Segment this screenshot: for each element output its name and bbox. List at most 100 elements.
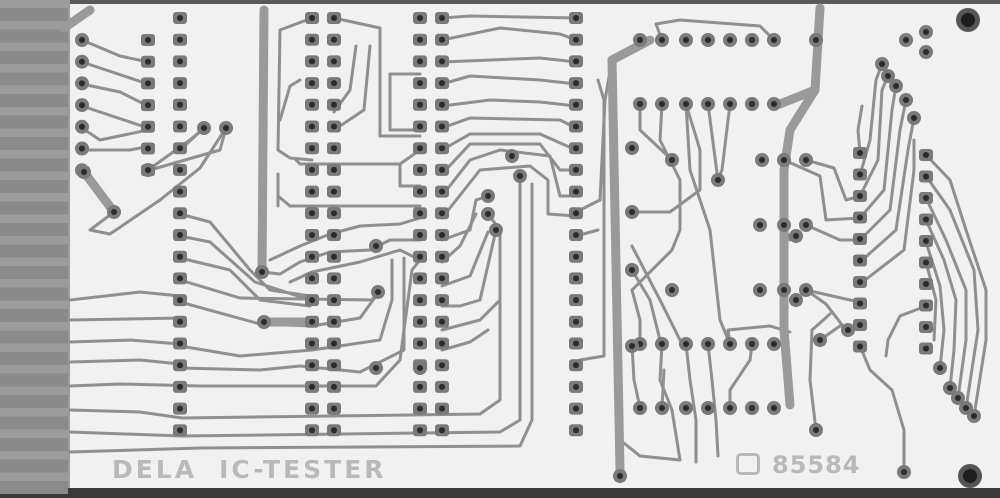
- pad-hole: [417, 365, 423, 371]
- pad-hole: [857, 150, 863, 156]
- pad-hole: [331, 145, 337, 152]
- pad-hole: [749, 37, 755, 43]
- connector-finger: [0, 223, 68, 236]
- trace: [630, 102, 702, 214]
- pad-hole: [659, 405, 665, 411]
- pad-hole: [177, 275, 183, 282]
- connector-finger: [0, 330, 68, 344]
- pad-hole: [573, 297, 579, 304]
- pad-hole: [771, 405, 777, 411]
- pad-hole: [879, 61, 885, 67]
- connector-finger: [0, 29, 68, 43]
- connector-finger: [0, 287, 68, 301]
- pad-hole: [573, 383, 579, 390]
- pad-hole: [145, 167, 151, 173]
- pad-hole: [177, 80, 183, 87]
- trace: [148, 126, 228, 172]
- trace: [68, 358, 182, 366]
- pad-hole: [793, 297, 799, 303]
- pad-hole: [923, 324, 929, 330]
- pad-hole: [439, 123, 445, 130]
- trace: [618, 342, 682, 462]
- pad-hole: [331, 340, 337, 347]
- pad-hole: [417, 188, 423, 195]
- pad-hole: [757, 287, 763, 293]
- pad-hole: [373, 243, 379, 249]
- pad-hole: [261, 319, 267, 325]
- trace: [68, 338, 182, 346]
- trace: [278, 78, 302, 122]
- connector-finger: [0, 158, 68, 172]
- pad-hole: [573, 340, 579, 347]
- pad-hole: [331, 253, 337, 260]
- pad-hole: [177, 362, 183, 369]
- pad-hole: [177, 36, 183, 43]
- pad-hole: [573, 188, 579, 195]
- pad-hole: [715, 177, 721, 183]
- pad-hole: [439, 210, 445, 217]
- pad-hole: [331, 123, 337, 130]
- trace: [638, 102, 674, 162]
- pad-hole: [573, 145, 579, 152]
- pad-hole: [79, 80, 85, 87]
- pad-hole: [331, 232, 337, 238]
- trace: [440, 56, 578, 64]
- trace: [80, 38, 150, 64]
- pad-hole: [177, 166, 183, 173]
- connector-finger: [0, 244, 68, 258]
- pad-hole: [517, 173, 523, 179]
- pad-hole: [813, 427, 819, 433]
- trace: [68, 258, 422, 388]
- pad-hole: [373, 365, 379, 371]
- pad-hole: [309, 210, 315, 217]
- pad-hole: [901, 469, 907, 475]
- pad-hole: [79, 145, 85, 152]
- pad-hole: [923, 173, 929, 180]
- pad-hole: [749, 405, 755, 411]
- pad-hole: [629, 145, 635, 151]
- pad-hole: [309, 80, 315, 87]
- pad-hole: [923, 302, 929, 309]
- pad-hole: [923, 345, 929, 352]
- pad-hole: [705, 405, 711, 411]
- trace: [924, 218, 958, 390]
- pad-hole: [177, 15, 183, 21]
- pad-hole: [659, 37, 665, 43]
- pad-hole: [683, 37, 689, 43]
- trace: [68, 182, 534, 454]
- trace: [398, 162, 422, 188]
- connector-finger: [0, 459, 68, 473]
- pad-hole: [857, 171, 863, 178]
- pad-hole: [417, 166, 423, 173]
- pad-hole: [857, 214, 863, 221]
- pad-hole: [637, 101, 643, 107]
- trace: [440, 142, 578, 176]
- pad-hole: [309, 275, 315, 282]
- pad-hole: [803, 222, 809, 228]
- pad-hole: [439, 405, 445, 412]
- pad-hole: [417, 297, 423, 304]
- pad-hole: [923, 49, 929, 55]
- trace: [924, 260, 938, 342]
- pad-hole: [771, 101, 777, 107]
- pad-hole: [145, 58, 151, 65]
- pad-hole: [629, 209, 635, 215]
- company-logo-icon: [736, 453, 760, 475]
- pad-hole: [573, 405, 579, 412]
- pad-hole: [659, 101, 665, 107]
- pad-hole: [727, 37, 733, 43]
- trace: [440, 14, 578, 20]
- pad-hole: [331, 297, 337, 304]
- trace: [440, 26, 578, 42]
- trace: [440, 298, 502, 332]
- pad-hole: [439, 253, 445, 260]
- pad-hole: [177, 340, 183, 347]
- pad-hole: [803, 287, 809, 293]
- pad-hole: [331, 15, 337, 21]
- pad-hole: [331, 275, 337, 282]
- pad-hole: [309, 253, 315, 260]
- trace: [178, 256, 312, 308]
- pad-hole: [857, 343, 863, 350]
- pad-hole: [79, 58, 85, 65]
